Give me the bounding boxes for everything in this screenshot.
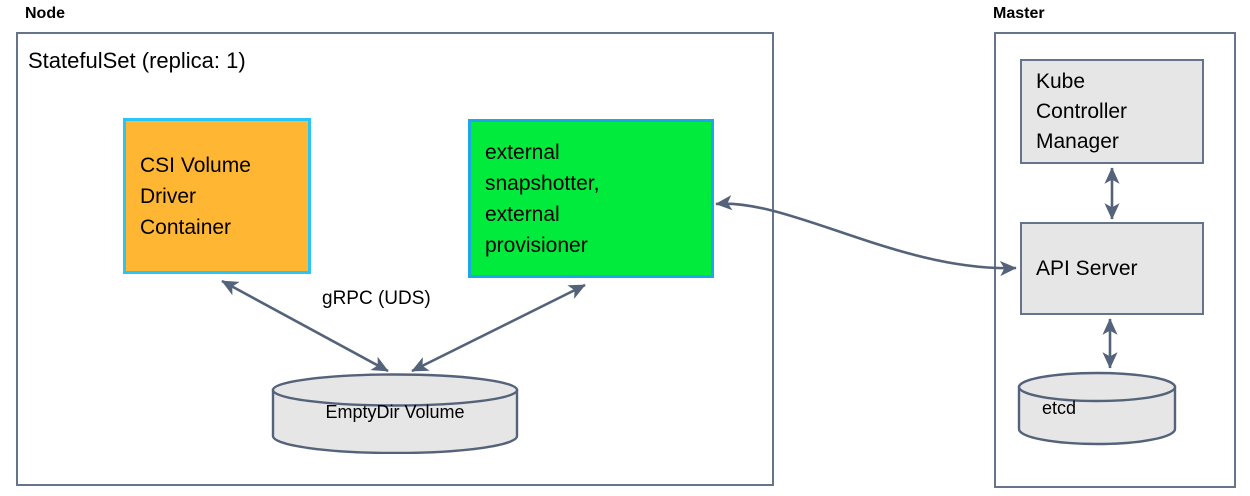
statefulset-title: StatefulSet (replica: 1)	[28, 48, 246, 73]
external-sidecars-box[interactable]: external snapshotter, external provision…	[468, 119, 714, 278]
kube-controller-manager-box[interactable]: Kube Controller Manager	[1020, 59, 1204, 164]
api-server-label: API Server	[1036, 256, 1138, 280]
emptydir-cylinder-shape	[271, 373, 519, 455]
grpc-edge-label: gRPC (UDS)	[322, 288, 431, 309]
emptydir-volume-cylinder[interactable]: EmptyDir Volume	[270, 372, 520, 455]
node-group-label: Node	[25, 5, 65, 22]
csi-volume-driver-container-label: CSI Volume Driver Container	[140, 153, 251, 239]
kube-controller-manager-label: Kube Controller Manager	[1036, 69, 1128, 153]
csi-volume-driver-container-box[interactable]: CSI Volume Driver Container	[123, 118, 311, 274]
etcd-cylinder[interactable]: etcd	[1016, 370, 1178, 446]
etcd-cylinder-shape	[1017, 371, 1177, 446]
api-server-box[interactable]: API Server	[1020, 222, 1204, 315]
external-sidecars-label: external snapshotter, external provision…	[485, 140, 600, 257]
master-group-label: Master	[993, 5, 1045, 22]
